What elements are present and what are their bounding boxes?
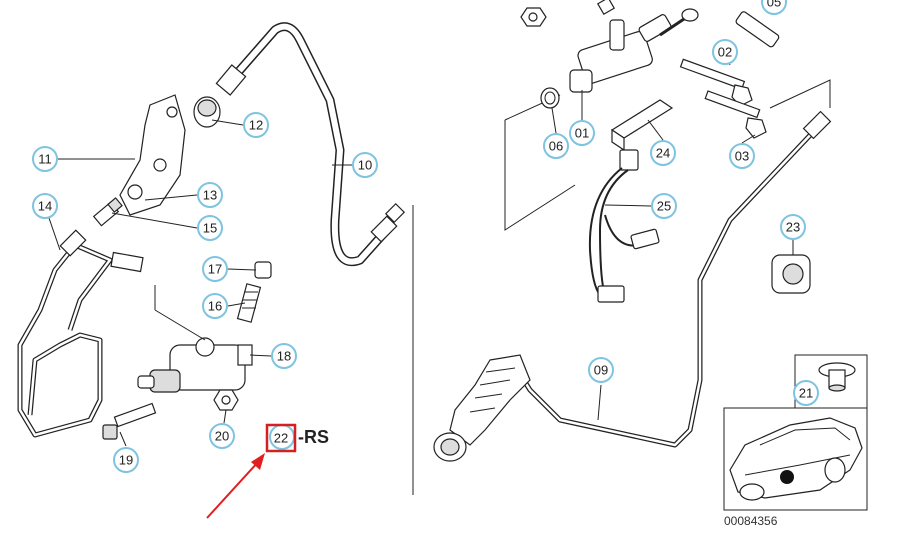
svg-text:06: 06 <box>549 139 563 154</box>
callout-01: 01 <box>569 120 595 146</box>
svg-text:11: 11 <box>38 152 52 167</box>
callout-02: 02 <box>712 39 738 65</box>
callout-05: 05 <box>761 0 787 15</box>
inset-box-21 <box>794 354 868 409</box>
slave-cylinder-18 <box>137 337 253 393</box>
callout-09: 09 <box>588 357 614 383</box>
oring-06 <box>540 87 560 109</box>
catalog-number: 00084356 <box>724 514 778 528</box>
svg-text:16: 16 <box>208 299 222 314</box>
bolt-02 <box>679 58 753 107</box>
svg-text:17: 17 <box>208 262 222 277</box>
svg-text:03: 03 <box>735 149 749 164</box>
pipe-14 <box>17 229 144 438</box>
callout-10: 10 <box>352 152 378 178</box>
bracket-11 <box>119 94 186 216</box>
callout-22-label: 22 <box>274 431 288 446</box>
callout-14: 14 <box>32 193 58 219</box>
bolt-19 <box>102 402 157 440</box>
bolt-03 <box>704 90 767 139</box>
bleeder-16 <box>236 283 262 323</box>
callout-13: 13 <box>197 182 223 208</box>
svg-text:19: 19 <box>119 453 133 468</box>
svg-text:20: 20 <box>215 429 229 444</box>
svg-text:21: 21 <box>799 386 813 401</box>
nut-20 <box>213 389 239 411</box>
svg-text:09: 09 <box>594 363 608 378</box>
svg-text:14: 14 <box>38 199 52 214</box>
callout-17: 17 <box>202 256 228 282</box>
pin-05 <box>735 11 780 48</box>
clip-23 <box>771 254 811 294</box>
pushrod <box>659 8 699 37</box>
svg-text:25: 25 <box>657 199 671 214</box>
callout-18: 18 <box>271 343 297 369</box>
callout-06: 06 <box>543 133 569 159</box>
master-cylinder-01 <box>569 0 672 93</box>
callout-16: 16 <box>202 293 228 319</box>
rs-suffix-label: -RS <box>298 427 329 447</box>
inset-car-locator <box>723 407 868 511</box>
cap-17 <box>254 261 272 279</box>
callout-21: 21 <box>793 380 819 406</box>
callout-15: 15 <box>197 215 223 241</box>
callout-25: 25 <box>651 193 677 219</box>
highlight-box <box>265 423 297 453</box>
svg-text:01: 01 <box>575 126 589 141</box>
location-marker <box>780 470 794 484</box>
svg-text:18: 18 <box>277 349 291 364</box>
hose-10 <box>215 22 406 266</box>
svg-text:13: 13 <box>203 188 217 203</box>
leader-lines-left <box>48 119 352 447</box>
svg-text:12: 12 <box>249 118 263 133</box>
fitting-15 <box>92 197 123 227</box>
svg-text:15: 15 <box>203 221 217 236</box>
callout-19: 19 <box>113 447 139 473</box>
clutch-line-09 <box>507 110 832 448</box>
nut-top <box>520 7 547 27</box>
dust-boot <box>433 354 531 462</box>
callout-11: 11 <box>32 146 58 172</box>
callout-23: 23 <box>780 214 806 240</box>
callout-20: 20 <box>209 423 235 449</box>
callout-24: 24 <box>650 140 676 166</box>
callout-03: 03 <box>729 143 755 169</box>
svg-text:24: 24 <box>656 146 670 161</box>
harness-25 <box>588 149 660 303</box>
callout-12: 12 <box>243 112 269 138</box>
leader-lines-right <box>551 51 794 421</box>
svg-text:02: 02 <box>718 45 732 60</box>
svg-text:23: 23 <box>786 220 800 235</box>
highlighted-callout-22[interactable]: 22 -RS <box>265 423 329 453</box>
red-arrow <box>206 453 265 519</box>
svg-text:10: 10 <box>358 158 372 173</box>
svg-text:05: 05 <box>767 0 781 10</box>
grommet-12 <box>193 96 221 128</box>
